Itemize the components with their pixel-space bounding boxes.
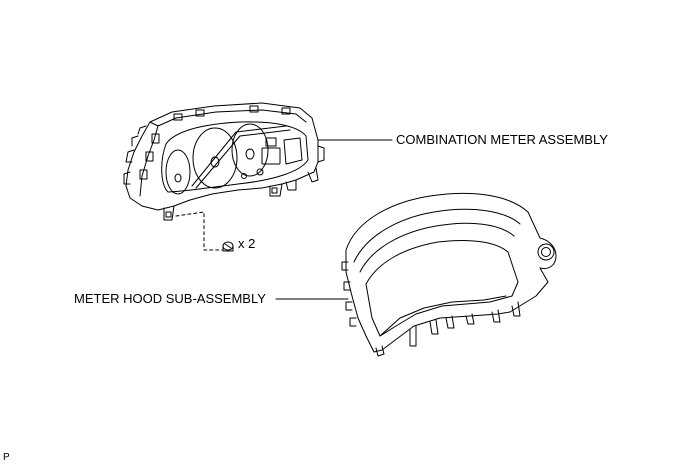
combination-meter-assembly-label: COMBINATION METER ASSEMBLY (396, 132, 608, 147)
install-dashed-line (175, 211, 223, 251)
screw-quantity-label: x 2 (238, 236, 256, 251)
combination-meter-assembly (123, 102, 325, 221)
meter-hood-sub-assembly-label: METER HOOD SUB-ASSEMBLY (74, 291, 266, 306)
screw-icon (222, 241, 234, 252)
figure-code-label: P (3, 452, 10, 463)
meter-hood-sub-assembly (341, 192, 557, 357)
